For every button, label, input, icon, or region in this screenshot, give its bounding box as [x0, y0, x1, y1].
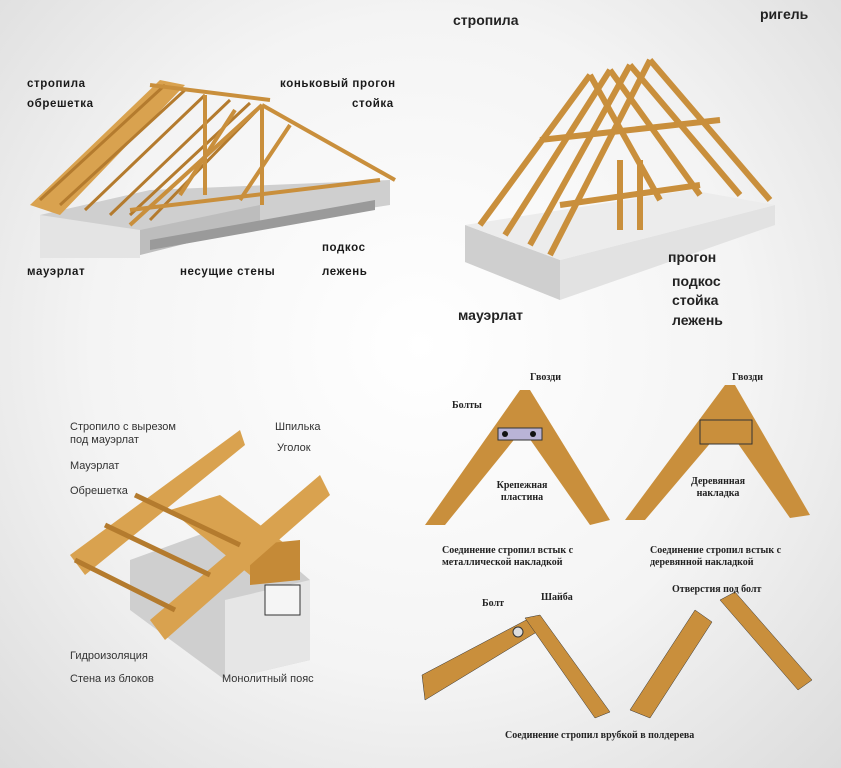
- label-mauerlat: мауэрлат: [27, 266, 86, 278]
- joint-wood-pad-drawing: [625, 385, 810, 520]
- label-lathing: обрешетка: [27, 98, 94, 110]
- label-strut: подкос: [322, 242, 366, 254]
- label-strut: подкос: [672, 273, 721, 289]
- label-bolt: Болт: [482, 598, 505, 609]
- label-ridge-purlin: коньковый прогон: [280, 78, 396, 90]
- layered-roof-drawing: [465, 58, 775, 300]
- label-nails-1: Гвозди: [530, 372, 561, 383]
- label-stud: Шпилька: [275, 421, 321, 433]
- label-post: стойка: [352, 98, 394, 110]
- caption-joint-3: Соединение стропил врубкой в полдерева: [505, 730, 695, 741]
- caption2-line2: деревянной накладкой: [650, 557, 754, 568]
- plate-line2: пластина: [500, 492, 544, 503]
- caption1-line2: металлической накладкой: [442, 557, 563, 568]
- label-waterproofing: Гидроизоляция: [70, 650, 148, 662]
- pad-line1: Деревянная: [690, 476, 746, 487]
- label-lathing: Обрешетка: [70, 485, 128, 497]
- pad-line2: накладка: [696, 488, 740, 499]
- label-bearing-walls: несущие стены: [180, 266, 276, 278]
- label-rafters: стропила: [27, 78, 86, 90]
- label-angle: Уголок: [277, 442, 311, 454]
- label-rafter-cut-1: Стропило с вырезом: [70, 421, 176, 433]
- label-monolithic-belt: Монолитный пояс: [222, 673, 314, 685]
- caption1-line1: Соединение стропил встык с: [442, 545, 574, 556]
- label-rafters: стропила: [453, 12, 519, 28]
- label-nails-2: Гвозди: [732, 372, 763, 383]
- label-sill: лежень: [322, 266, 368, 278]
- label-block-wall: Стена из блоков: [70, 673, 154, 685]
- label-purlin: прогон: [668, 249, 717, 265]
- label-rafter-cut-2: под мауэрлат: [70, 434, 139, 446]
- label-mauerlat: мауэрлат: [458, 307, 524, 323]
- plate-line1: Крепежная: [496, 480, 548, 491]
- joint-half-timber-drawing: [421, 591, 813, 719]
- mauerlat-drawing: [70, 430, 330, 680]
- label-collar-beam: ригель: [760, 6, 809, 22]
- joint-metal-plate-drawing: [425, 390, 610, 525]
- label-bolts: Болты: [452, 400, 482, 411]
- label-mauerlat: Мауэрлат: [70, 460, 120, 472]
- truss-roof-drawing: [30, 80, 396, 258]
- caption2-line1: Соединение стропил встык с: [650, 545, 782, 556]
- label-bolt-holes: Отверстия под болт: [672, 584, 762, 595]
- label-sill: лежень: [672, 312, 723, 328]
- label-washer: Шайба: [541, 592, 573, 603]
- label-post: стойка: [672, 292, 719, 308]
